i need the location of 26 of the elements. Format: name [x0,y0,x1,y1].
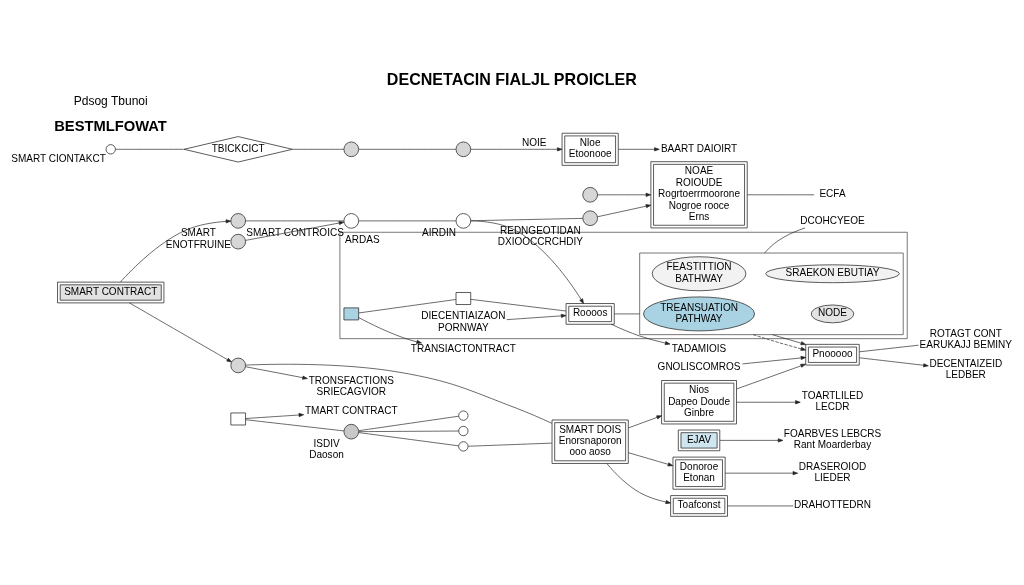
node-text: DIECENTIAIZAON PORNWAY [421,309,506,333]
node-text: TRONSFACTIONS SRIECAGVIOR [308,374,394,397]
node-text: TMART CONTRACT [305,404,398,416]
node-text: TRANSIACTONTRACT [410,342,516,354]
label: Pdsog Tbunoi [73,93,148,108]
node-text: GNOLISCOMROS [657,360,741,372]
diagram-title: DECNETACIN FIALJL PROICLER [386,69,637,88]
node-text: ROTAGT CONT EARUKAJJ BEMINY [919,327,1012,350]
node-text: DRAHOTTEDRN [794,498,871,510]
node-text: BAART DAIOIRT [660,142,738,154]
node-text: FOARBVES LEBCRS Rant Moarderbay [783,427,882,450]
node-label: SMART ENOTFRUINE [165,226,231,250]
node-text: DCOHCYEOE [800,214,865,226]
node-label: Daoson [309,448,344,460]
node-label: ISDIV [313,437,340,449]
node-text: TADAMIOIS [671,342,727,354]
node-text: ECFA [819,187,846,199]
edge-label: NOIE [522,136,547,148]
node-text: DECENTAIZEID LEDBER [929,357,1003,380]
label: BESTMLFOWAT [54,117,167,134]
node-text: DRASEROIOD LIEDER [798,460,867,483]
node-label: AIRDIN [421,226,456,238]
node-text: TOARTLILED LECDR [801,389,864,412]
node-label: REDNGEOTIDAN DXIOOCCRCHDIY [497,224,583,247]
node-label: SMART CONTROICS [246,226,344,238]
node-label: SMART CIONTAKCT [11,152,106,164]
